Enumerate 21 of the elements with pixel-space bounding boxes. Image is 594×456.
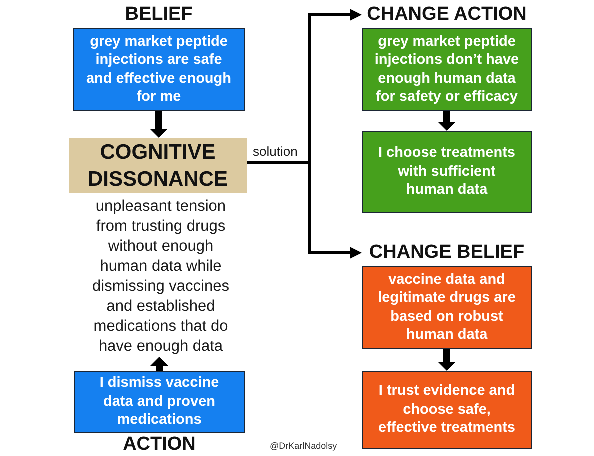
box-heading: ACTION: [123, 434, 196, 456]
credit-text: @DrKarlNadolsy: [270, 441, 338, 452]
box-heading: BELIEF: [125, 4, 193, 26]
arrow: [150, 357, 168, 371]
process-box: [362, 371, 532, 449]
description-text: unpleasant tension from trusting drugs without enough human data while dismissing vaccines and established medications that do have enough data: [88, 197, 234, 357]
arrow: [150, 111, 168, 138]
arrow: [438, 111, 456, 131]
box-text: I trust evidence and choose safe, effective treatments: [378, 382, 516, 438]
title-text: COGNITIVE DISSONANCE: [86, 140, 230, 192]
box-heading: CHANGE ACTION: [367, 4, 527, 26]
box-text: grey market peptide injections are safe and effective enough for me: [86, 32, 232, 106]
process-box: [362, 131, 532, 213]
title-box: [69, 138, 247, 193]
box-text: grey market peptide injections don’t have enough human data for safety or efficacy: [374, 32, 520, 106]
arrow: [247, 161, 362, 259]
box-text: I dismiss vaccine data and proven medications: [98, 374, 220, 430]
box-text: vaccine data and legitimate drugs are based on robust human data: [377, 270, 517, 344]
box-text: I choose treatments with sufficient human data: [378, 144, 516, 200]
box-heading: CHANGE BELIEF: [369, 242, 525, 264]
arrow: [438, 349, 456, 371]
